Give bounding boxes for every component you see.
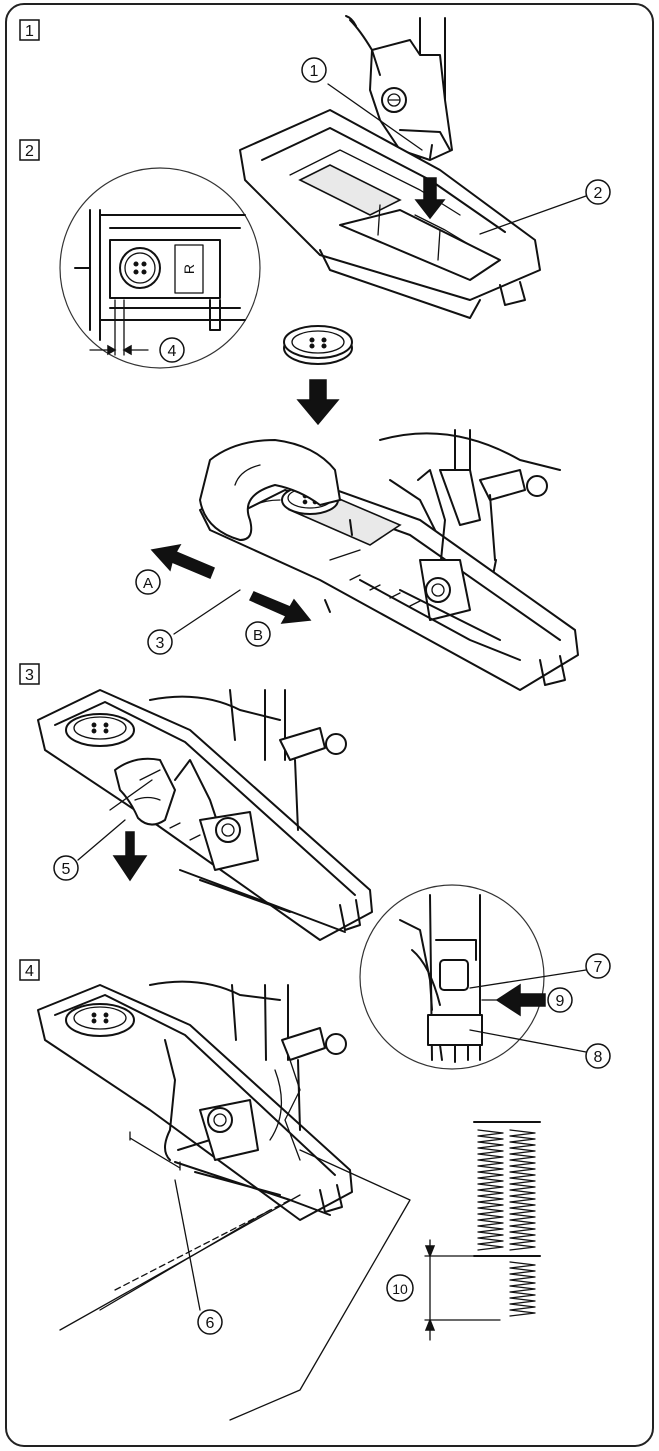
button-illustration [284, 326, 352, 364]
callout-10: 10 [387, 1275, 413, 1301]
callout-7: 7 [586, 954, 610, 978]
callout-4: 4 [160, 338, 184, 362]
step-label-1: 1 [25, 23, 34, 40]
step-marker-4: 4 [20, 960, 39, 980]
svg-text:3: 3 [156, 635, 165, 652]
callout-A: A [136, 570, 160, 594]
svg-text:A: A [143, 575, 153, 592]
svg-text:5: 5 [62, 861, 71, 878]
step-marker-1: 1 [20, 20, 39, 40]
detail-circle-4: R [60, 168, 260, 368]
svg-text:4: 4 [168, 343, 177, 360]
callout-8: 8 [586, 1044, 610, 1068]
svg-text:7: 7 [594, 959, 603, 976]
svg-text:8: 8 [594, 1049, 603, 1066]
callout-5: 5 [54, 856, 78, 880]
step-label-4: 4 [25, 963, 34, 980]
detail-circle-lever [360, 885, 545, 1069]
callout-1: 1 [302, 58, 326, 82]
callout-B: B [246, 622, 270, 646]
callout-2: 2 [586, 180, 610, 204]
step-label-3: 3 [25, 667, 34, 684]
detail-letter: R [181, 264, 197, 274]
callout-3: 3 [148, 630, 172, 654]
svg-text:6: 6 [206, 1315, 215, 1332]
step-label-2: 2 [25, 143, 34, 160]
svg-text:9: 9 [556, 993, 565, 1010]
step-marker-3: 3 [20, 664, 39, 684]
svg-text:1: 1 [310, 63, 319, 80]
callout-9: 9 [548, 988, 572, 1012]
svg-text:10: 10 [392, 1281, 408, 1297]
callout-6: 6 [198, 1310, 222, 1334]
step-marker-2: 2 [20, 140, 39, 160]
svg-text:B: B [253, 627, 263, 644]
svg-text:2: 2 [594, 185, 603, 202]
